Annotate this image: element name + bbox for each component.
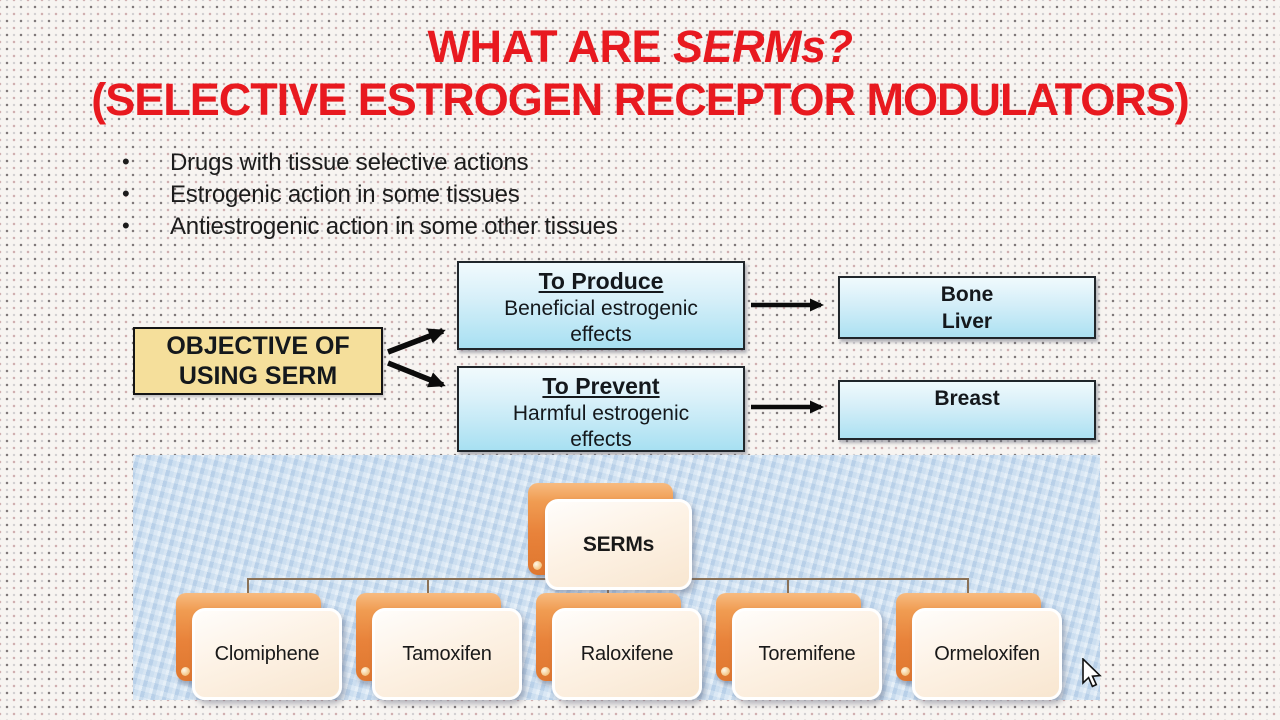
breast-box: Breast xyxy=(838,380,1096,440)
mouse-cursor-icon xyxy=(1082,658,1102,688)
breast-label: Breast xyxy=(934,387,1000,410)
bullet-list: • Drugs with tissue selective actions • Es… xyxy=(120,147,618,243)
produce-body: Beneficial estrogenic effects xyxy=(504,297,698,346)
slide-title: WHAT ARE SERMs? (SELECTIVE ESTROGEN RECE… xyxy=(0,20,1280,126)
child-node-ormeloxifen: Ormeloxifen xyxy=(912,608,1062,700)
objective-box: OBJECTIVE OF USING SERM xyxy=(133,327,383,395)
bullet-item: • Estrogenic action in some tissues xyxy=(120,179,618,211)
org-chart-connector xyxy=(247,578,249,595)
bullet-text: Estrogenic action in some tissues xyxy=(170,181,520,208)
bullet-item: • Drugs with tissue selective actions xyxy=(120,147,618,179)
child-node-label: Raloxifene xyxy=(580,642,674,665)
serms-org-chart-panel: SERMs Clomiphene Tamoxifen Raloxifene To… xyxy=(133,455,1100,700)
child-node-label: Toremifene xyxy=(758,642,856,665)
child-node-label: Tamoxifen xyxy=(402,642,492,665)
org-chart-connector xyxy=(967,578,969,595)
child-node-label: Clomiphene xyxy=(214,642,320,665)
org-chart-connector xyxy=(787,578,789,595)
bullet-glyph: • xyxy=(122,213,130,238)
title-line-2: (SELECTIVE ESTROGEN RECEPTOR MODULATORS) xyxy=(91,74,1190,125)
child-node-clomiphene: Clomiphene xyxy=(192,608,342,700)
arrow-objective-to-produce xyxy=(387,328,446,355)
root-node-label: SERMs xyxy=(582,532,655,556)
child-node-tamoxifen: Tamoxifen xyxy=(372,608,522,700)
title-line-1-italic: SERMs? xyxy=(672,21,853,72)
bullet-text: Drugs with tissue selective actions xyxy=(170,149,529,176)
child-node-raloxifene: Raloxifene xyxy=(552,608,702,700)
child-node-toremifene: Toremifene xyxy=(732,608,882,700)
liver-label: Liver xyxy=(941,310,993,333)
root-node: SERMs xyxy=(545,499,692,590)
bullet-glyph: • xyxy=(122,181,130,206)
produce-heading: To Produce xyxy=(538,268,664,294)
arrow-objective-to-prevent xyxy=(386,360,446,388)
org-chart-connector xyxy=(427,578,429,595)
produce-box: To Produce Beneficial estrogenic effects xyxy=(457,261,745,350)
prevent-heading: To Prevent xyxy=(542,373,660,399)
bone-liver-box: Bone Liver xyxy=(838,276,1096,339)
title-line-1-regular: WHAT ARE xyxy=(427,21,673,72)
bullet-item: • Antiestrogenic action in some other tis… xyxy=(120,211,618,243)
objective-line-2: USING SERM xyxy=(178,362,338,390)
child-node-label: Ormeloxifen xyxy=(934,642,1040,665)
prevent-box: To Prevent Harmful estrogenic effects xyxy=(457,366,745,452)
objective-line-1: OBJECTIVE OF xyxy=(166,332,350,360)
bone-label: Bone xyxy=(940,283,994,306)
bullet-glyph: • xyxy=(122,149,130,174)
title-line-1: WHAT ARE SERMs? xyxy=(0,20,1280,73)
prevent-body: Harmful estrogenic effects xyxy=(512,402,690,451)
bullet-text: Antiestrogenic action in some other tiss… xyxy=(170,213,618,240)
